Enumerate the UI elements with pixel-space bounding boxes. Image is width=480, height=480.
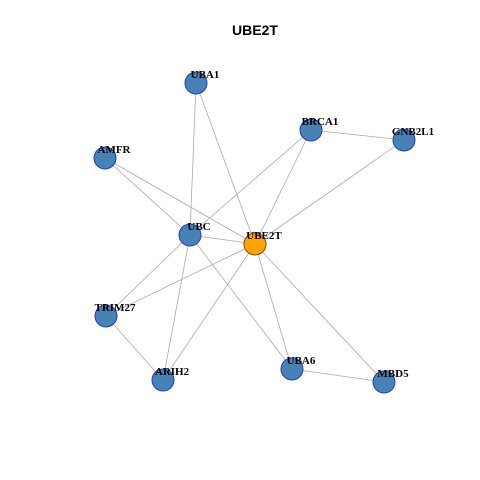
edge-ubc-uba6	[189, 234, 293, 370]
edge-ubc-arih2	[162, 234, 191, 381]
node-circle-brca1[interactable]	[299, 118, 323, 142]
edge-amfr-ubc	[104, 157, 191, 236]
edge-uba1-ube2t	[195, 82, 256, 245]
node-mbd5[interactable]: MBD5	[372, 368, 409, 394]
node-amfr[interactable]: AMFR	[93, 144, 132, 170]
node-uba6[interactable]: UBA6	[280, 355, 316, 381]
node-label-amfr: AMFR	[98, 144, 132, 156]
node-circle-uba1[interactable]	[184, 71, 208, 95]
edge-ube2t-mbd5	[254, 243, 385, 383]
edge-ube2t-uba6	[254, 243, 293, 370]
node-label-uba1: UBA1	[191, 69, 220, 81]
node-label-mbd5: MBD5	[377, 368, 409, 380]
node-circle-ubc[interactable]	[178, 223, 202, 247]
node-circle-amfr[interactable]	[93, 146, 117, 170]
node-label-ube2t: UBE2T	[246, 230, 282, 242]
edge-layer	[104, 82, 405, 383]
node-brca1[interactable]: BRCA1	[299, 116, 339, 142]
edge-brca1-ube2t	[254, 129, 312, 245]
node-label-ubc: UBC	[187, 221, 210, 233]
edge-amfr-ube2t	[104, 157, 256, 245]
edge-ube2t-trim27	[105, 243, 256, 317]
node-circle-arih2[interactable]	[151, 368, 175, 392]
node-circle-uba6[interactable]	[280, 357, 304, 381]
edge-trim27-arih2	[105, 315, 164, 381]
node-label-gnb2l1: GNB2L1	[392, 126, 434, 138]
node-trim27[interactable]: TRIM27	[94, 302, 136, 328]
node-ube2t[interactable]: UBE2T	[243, 230, 282, 256]
diagram-title: UBE2T	[232, 22, 278, 38]
node-circle-trim27[interactable]	[94, 304, 118, 328]
node-circle-gnb2l1[interactable]	[392, 128, 416, 152]
edge-gnb2l1-ube2t	[254, 139, 405, 245]
edge-uba6-mbd5	[291, 368, 385, 383]
node-label-arih2: ARIH2	[155, 366, 190, 378]
node-circle-mbd5[interactable]	[372, 370, 396, 394]
node-label-brca1: BRCA1	[302, 116, 339, 128]
edge-brca1-ubc	[189, 129, 312, 236]
node-ubc[interactable]: UBC	[178, 221, 211, 247]
node-uba1[interactable]: UBA1	[184, 69, 220, 95]
node-label-uba6: UBA6	[287, 355, 316, 367]
edge-ubc-trim27	[105, 234, 191, 317]
node-circle-ube2t[interactable]	[243, 232, 267, 256]
edge-uba1-ubc	[189, 82, 197, 236]
node-arih2[interactable]: ARIH2	[151, 366, 190, 392]
edge-ube2t-arih2	[162, 243, 256, 381]
edge-brca1-gnb2l1	[310, 129, 405, 141]
node-gnb2l1[interactable]: GNB2L1	[392, 126, 434, 152]
node-label-trim27: TRIM27	[95, 302, 136, 314]
